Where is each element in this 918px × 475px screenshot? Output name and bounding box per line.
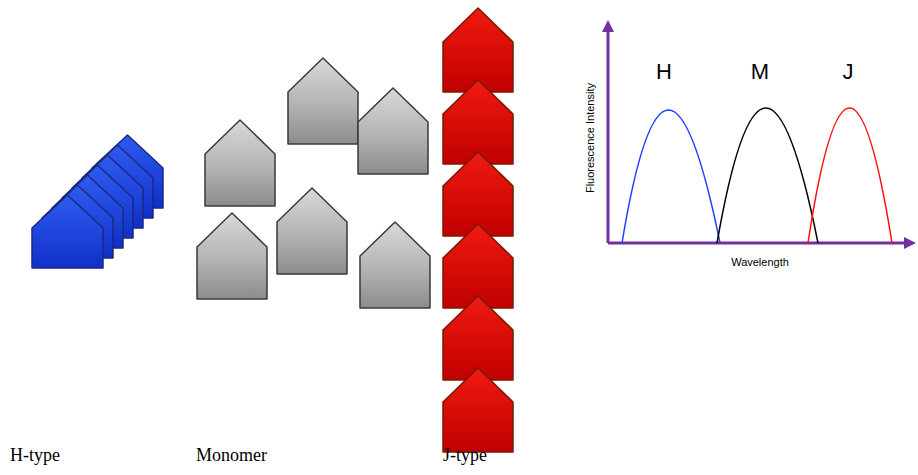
axis-title: Fluorescence Intensity <box>584 83 596 193</box>
monomer-molecule <box>288 58 358 144</box>
j-curve <box>808 108 892 243</box>
monomer-label: Monomer <box>196 446 267 466</box>
peak-label: J <box>843 60 854 84</box>
axis-title: Wavelength <box>731 256 789 268</box>
monomer-molecule <box>205 120 275 206</box>
monomer-molecule <box>360 222 430 308</box>
peak-label: H <box>656 60 672 84</box>
monomer-molecule <box>277 188 347 274</box>
j-type-label: J-type <box>443 446 487 466</box>
m-curve <box>717 108 818 243</box>
monomer-molecule <box>358 88 428 174</box>
chart-axes <box>602 20 916 249</box>
h-curve <box>622 110 720 243</box>
h-aggregate-molecule <box>32 195 103 268</box>
h-type-label: H-type <box>10 446 60 466</box>
peak-label: M <box>751 60 769 84</box>
monomer-molecule <box>197 213 267 299</box>
j-aggregate-molecule <box>443 368 513 452</box>
